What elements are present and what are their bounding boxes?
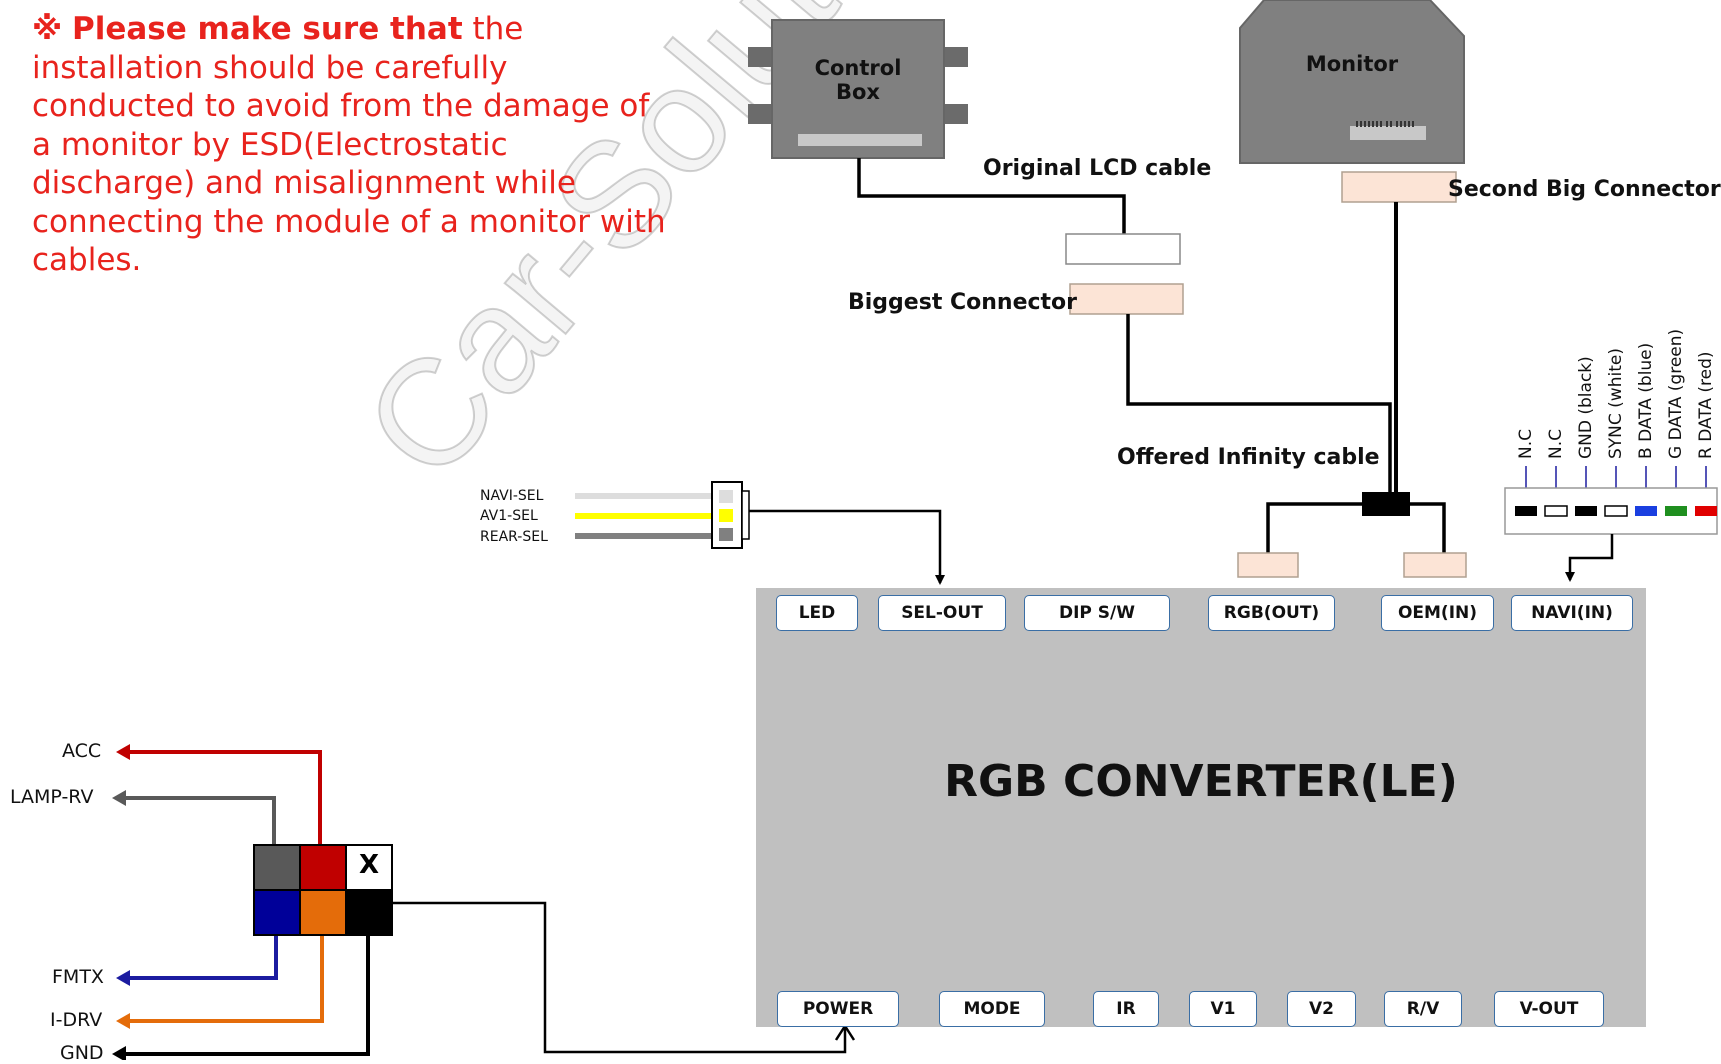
power-connector-unused-mark: X	[358, 850, 380, 880]
second-big-connector-label: Second Big Connector	[1448, 177, 1721, 202]
lcd-cable-connector	[1065, 233, 1181, 265]
port-sel-out: SEL-OUT	[878, 595, 1006, 631]
sel-wire-navi-label: NAVI-SEL	[480, 488, 544, 504]
original-lcd-cable-label: Original LCD cable	[983, 156, 1212, 181]
notice-mark: ※	[32, 11, 63, 47]
power-wire-fmtx-label: FMTX	[52, 966, 104, 988]
notice-text: the installation should be carefully con…	[32, 11, 666, 278]
port-power: POWER	[777, 991, 899, 1027]
navi-pin-label: SYNC (white)	[1606, 348, 1626, 459]
port-rgb-out: RGB(OUT)	[1208, 595, 1335, 631]
navi-pin-block	[1504, 466, 1718, 535]
sel-wire-av1-label: AV1-SEL	[480, 508, 538, 524]
monitor-label: Monitor	[1305, 52, 1399, 76]
power-wire-acc-label: ACC	[62, 740, 102, 762]
navi-pin-label: N.C	[1516, 429, 1536, 459]
monitor-shape	[1239, 0, 1465, 164]
converter-title: RGB CONVERTER(LE)	[944, 756, 1458, 807]
port-v2: V2	[1287, 991, 1356, 1027]
navi-pin-label: B DATA (blue)	[1636, 342, 1656, 459]
port-mode: MODE	[939, 991, 1045, 1027]
control-box-label: Control Box	[814, 56, 902, 104]
power-wire-gnd-label: GND	[60, 1042, 104, 1064]
power-wire-i-drv-label: I-DRV	[50, 1009, 103, 1031]
notice-emphasis: Please make sure that	[72, 11, 463, 47]
port-v1: V1	[1189, 991, 1257, 1027]
port-dip-sw: DIP S/W	[1024, 595, 1170, 631]
power-wire-lamp-rv-label: LAMP-RV	[10, 786, 94, 808]
rgb-converter: RGB CONVERTER(LE) LED SEL-OUT DIP S/W RG…	[756, 588, 1646, 1027]
y-splitter	[1362, 492, 1410, 516]
navi-pin-label: R DATA (red)	[1696, 351, 1716, 459]
port-v-out: V-OUT	[1494, 991, 1604, 1027]
port-r-v: R/V	[1384, 991, 1462, 1027]
sel-wire-rear-label: REAR-SEL	[480, 529, 548, 545]
monitor-connector-pins	[1356, 121, 1414, 127]
port-led: LED	[776, 595, 858, 631]
power-connector	[253, 844, 393, 936]
biggest-connector-shape	[1069, 283, 1184, 315]
navi-pin-label: N.C	[1546, 429, 1566, 459]
navi-pin-label: G DATA (green)	[1666, 328, 1686, 459]
second-big-connector-shape	[1341, 171, 1457, 203]
sel-connector	[711, 481, 750, 549]
installation-notice: ※ Please make sure that the installation…	[32, 10, 672, 280]
oem-in-plug	[1403, 552, 1467, 578]
navi-pin-label: GND (black)	[1576, 356, 1596, 459]
offered-infinity-cable-label: Offered Infinity cable	[1117, 445, 1380, 470]
port-ir: IR	[1093, 991, 1159, 1027]
rgb-out-plug	[1237, 552, 1299, 578]
port-oem-in: OEM(IN)	[1381, 595, 1494, 631]
biggest-connector-label: Biggest Connector	[848, 290, 1078, 315]
port-navi-in: NAVI(IN)	[1511, 595, 1633, 631]
